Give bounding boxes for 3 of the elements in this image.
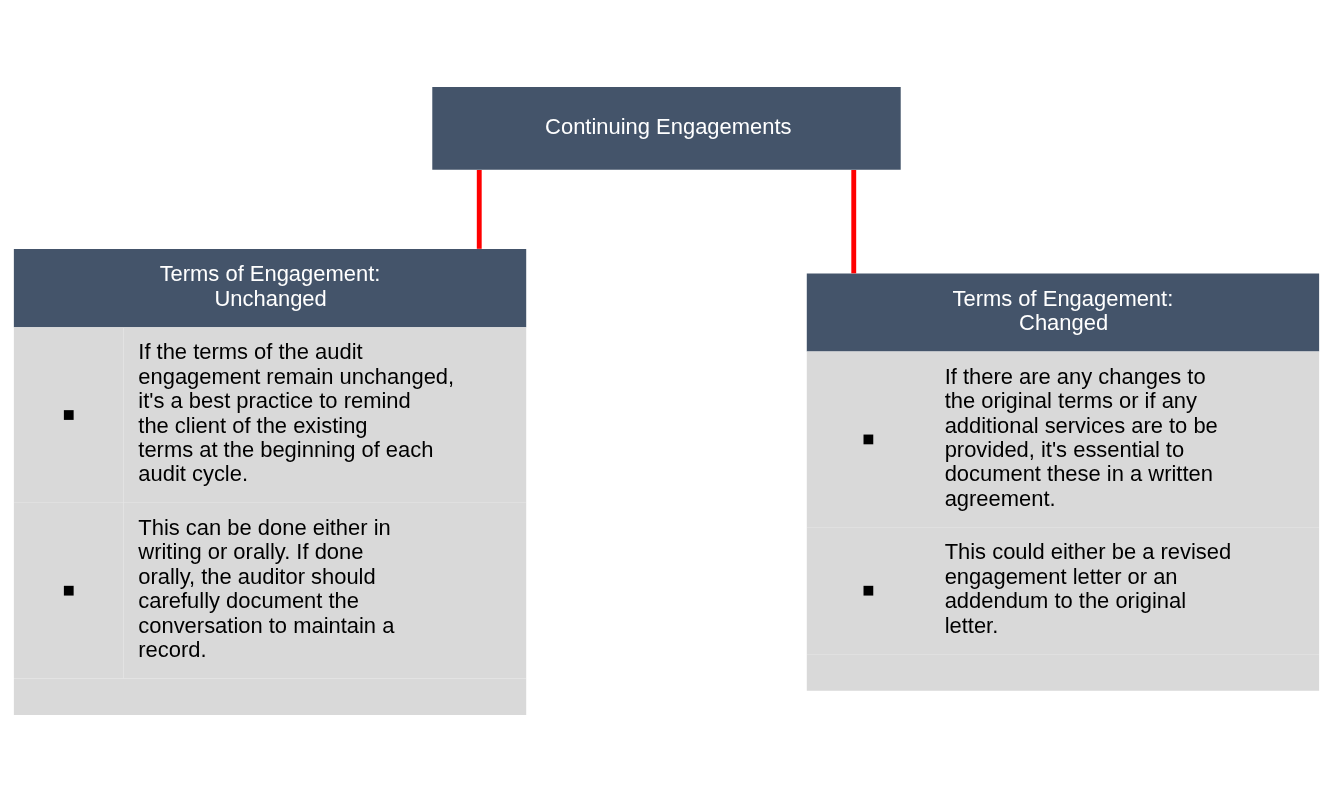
- connector: [851, 170, 857, 274]
- node-box: Continuing Engagements: [432, 86, 901, 170]
- connector: [476, 170, 482, 249]
